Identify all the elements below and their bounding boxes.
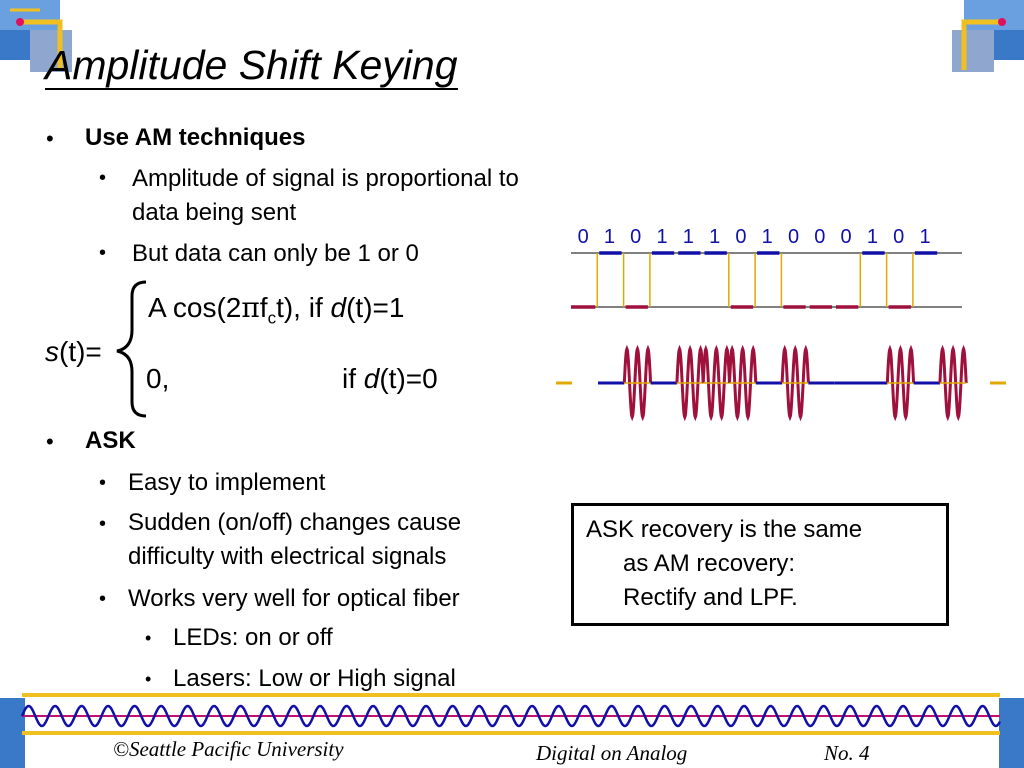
- sub-bullet-easy: Easy to implement: [128, 469, 326, 496]
- recovery-note-box: ASK recovery is the same as AM recovery:…: [571, 503, 949, 626]
- equation-brace: [116, 280, 147, 418]
- sub-sub-bullet-leds: LEDs: on or off: [173, 624, 333, 651]
- sub-bullet-optical: Works very well for optical fiber: [128, 585, 460, 612]
- bit-label: 0: [577, 226, 589, 248]
- equation-lhs-s: s: [45, 336, 59, 367]
- bit-label: 1: [761, 226, 773, 248]
- recovery-line-1: ASK recovery is the same: [586, 516, 863, 543]
- bit-label: 1: [603, 226, 615, 248]
- sub-bullet-amplitude-line2: data being sent: [132, 199, 297, 226]
- bit-label: 0: [893, 226, 905, 248]
- bit-label: 0: [630, 226, 642, 248]
- footer-wave-band: [20, 693, 1002, 735]
- ask-carrier-burst: [885, 344, 916, 422]
- eq1-mid: t), if: [276, 292, 331, 323]
- footer-slide-number: No. 4: [824, 741, 870, 765]
- bullet-dot: •: [99, 513, 107, 535]
- bit-label: 1: [919, 226, 931, 248]
- corner-decoration-bottom-right: [999, 698, 1024, 768]
- sub-bullet-sudden-line1: Sudden (on/off) changes cause: [128, 509, 462, 536]
- eq1-post: (t)=1: [346, 292, 405, 323]
- eq2-post: (t)=0: [379, 363, 438, 394]
- bit-label: 1: [866, 226, 878, 248]
- bit-label: 1: [656, 226, 668, 248]
- bit-label: 0: [787, 226, 800, 248]
- bullet-dot: •: [99, 588, 107, 610]
- eq1-d: d: [330, 292, 347, 323]
- ask-carrier-burst: [780, 344, 810, 422]
- bit-label: 0: [840, 226, 852, 248]
- eq2-if: if: [342, 363, 364, 394]
- eq1-sub: c: [267, 308, 277, 328]
- ask-carrier-burst: [675, 344, 705, 422]
- recovery-line-3: Rectify and LPF.: [623, 584, 798, 611]
- eq1-pi: π: [241, 291, 260, 324]
- eq1-pre: A cos(2: [148, 292, 242, 323]
- sub-bullet-amplitude-line1: Amplitude of signal is proportional to: [132, 165, 519, 192]
- bullet-dot: •: [99, 472, 107, 494]
- corner-decoration-bottom-left: [0, 698, 25, 768]
- equation-case-2-value: 0,: [146, 363, 170, 394]
- footer-course: Digital on Analog: [536, 741, 688, 765]
- bit-label: 0: [814, 226, 826, 248]
- bullet-dot: •: [145, 628, 152, 648]
- equation-lhs-rest: (t)=: [59, 336, 102, 367]
- corner-decoration-top-left: [0, 0, 72, 72]
- bullet-dot: •: [99, 167, 107, 189]
- footer-copyright: ©Seattle Pacific University: [113, 737, 344, 761]
- corner-decoration-top-right: [952, 0, 1024, 72]
- bit-label: 0: [735, 226, 747, 248]
- sub-sub-bullet-lasers: Lasers: Low or High signal: [173, 665, 456, 692]
- equation-lhs: s(t)=: [45, 336, 102, 368]
- bit-label: 1: [682, 226, 694, 248]
- ask-carrier-burst: [701, 344, 731, 422]
- bullet-dot: •: [46, 429, 54, 454]
- ask-carrier-burst: [938, 344, 968, 422]
- bit-label: 1: [709, 226, 721, 248]
- ask-carrier-burst: [728, 344, 758, 422]
- bullet-use-am: Use AM techniques: [85, 124, 306, 151]
- equation-case-1: A cos(2πfct), if d(t)=1: [148, 291, 404, 329]
- ask-carrier-burst: [622, 344, 653, 422]
- sub-bullet-sudden-line2: difficulty with electrical signals: [128, 543, 447, 570]
- bullet-dot: •: [145, 669, 152, 689]
- bullet-dot: •: [46, 126, 54, 151]
- recovery-line-2: as AM recovery:: [623, 550, 796, 577]
- equation-case-2-condition: if d(t)=0: [342, 363, 438, 395]
- eq1-f: f: [259, 292, 268, 323]
- slide-title: Amplitude Shift Keying: [45, 42, 458, 90]
- bullet-ask: ASK: [85, 427, 136, 454]
- eq2-d: d: [363, 363, 380, 394]
- bullet-dot: •: [99, 242, 107, 264]
- sub-bullet-data-only: But data can only be 1 or 0: [132, 240, 419, 267]
